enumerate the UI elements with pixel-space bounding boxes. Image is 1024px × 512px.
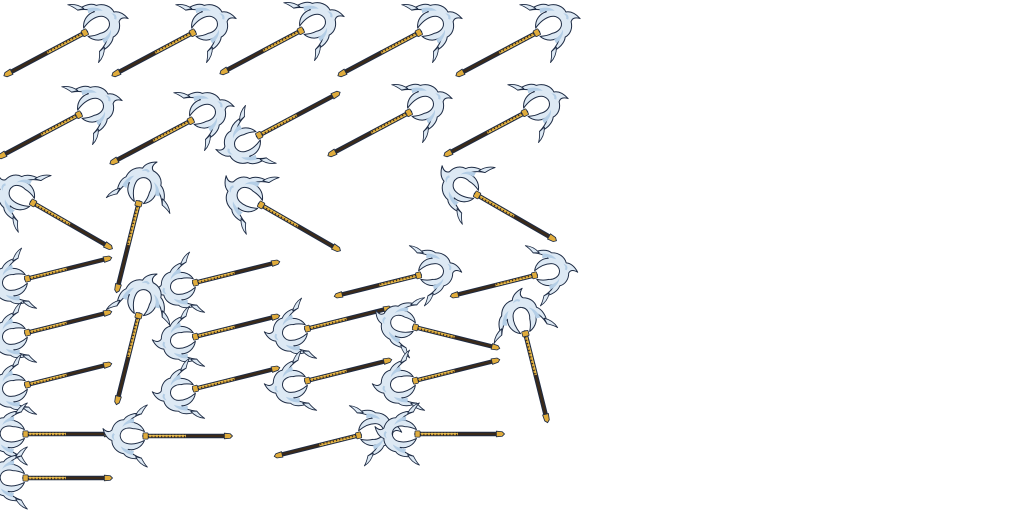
scepter-staff-icon bbox=[422, 144, 573, 269]
scepter-staff-icon-30 bbox=[103, 405, 233, 467]
scepter-staff-icon bbox=[0, 447, 113, 509]
scepter-staff-icon-6 bbox=[0, 65, 134, 187]
scepter-staff-icon bbox=[259, 277, 400, 369]
scepter-staff-icon-4 bbox=[323, 0, 474, 105]
scepter-staff-icon bbox=[429, 63, 580, 185]
scepter-staff-icon-24 bbox=[483, 282, 580, 430]
scepter-staff-icon bbox=[147, 231, 288, 323]
scepter-staff-icon bbox=[375, 403, 505, 465]
scepter-staff-icon bbox=[323, 0, 474, 105]
scepter-staff-icon-22 bbox=[259, 277, 400, 369]
scepter-staff-icon-13 bbox=[206, 154, 357, 279]
scepter-staff-icon-8 bbox=[204, 63, 355, 185]
scepter-staff-icon bbox=[95, 71, 246, 193]
scepter-staff-icon-33 bbox=[0, 447, 113, 509]
scepter-staff-icon bbox=[206, 154, 357, 279]
scepter-staff-icon-9 bbox=[313, 63, 464, 185]
scepter-staff-icon bbox=[0, 65, 134, 187]
scepter-staff-icon bbox=[313, 63, 464, 185]
scepter-staff-icon-10 bbox=[429, 63, 580, 185]
scepter-staff-icon bbox=[483, 282, 580, 430]
scepter-staff-icon-16 bbox=[147, 231, 288, 323]
scepter-staff-icon-7 bbox=[95, 71, 246, 193]
scepter-staff-icon-32 bbox=[375, 403, 505, 465]
scepter-staff-icon bbox=[103, 405, 233, 467]
scepter-staff-icon-14 bbox=[422, 144, 573, 269]
scepter-staff-icon bbox=[204, 63, 355, 185]
